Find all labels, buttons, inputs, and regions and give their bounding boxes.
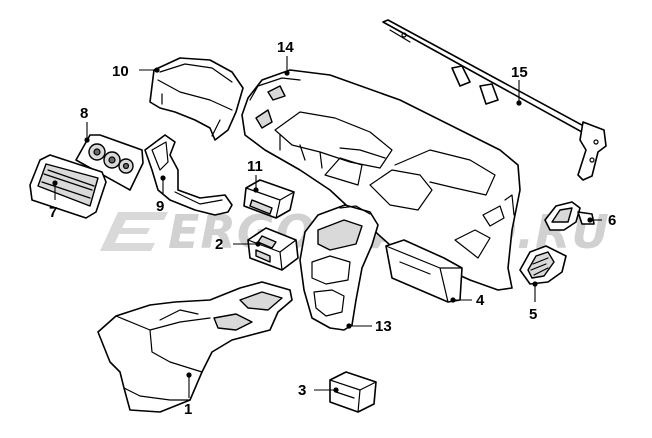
part-15-support-beam	[382, 19, 607, 181]
callout-2: 2	[215, 236, 223, 253]
callout-leaders	[52, 56, 602, 398]
part-7-cluster-lens	[29, 154, 107, 219]
part-4-glove-box	[385, 239, 463, 303]
callout-1: 1	[184, 401, 192, 418]
part-13-center-bezel	[299, 204, 379, 331]
callout-8: 8	[80, 105, 88, 122]
part-6-side-vent	[544, 201, 595, 231]
callout-9: 9	[156, 198, 164, 215]
part-3-module-box	[329, 371, 377, 413]
callout-11: 11	[247, 158, 263, 175]
part-1-console	[97, 281, 293, 413]
part-5-center-vent	[519, 245, 567, 285]
part-9-trim-panel	[144, 134, 233, 216]
callout-14: 14	[277, 39, 294, 56]
callout-7: 7	[49, 204, 57, 221]
callout-3: 3	[298, 382, 306, 399]
part-10-instrument-hood	[149, 57, 244, 141]
part-14-dashboard	[241, 69, 521, 291]
callout-13: 13	[375, 318, 392, 335]
callout-6: 6	[608, 212, 616, 229]
callout-5: 5	[529, 306, 537, 323]
callout-labels: 10 8 7 9 11 2 14 15 6 5 4 13 1 3	[49, 39, 616, 418]
callout-15: 15	[511, 64, 528, 81]
callout-4: 4	[476, 292, 485, 309]
callout-10: 10	[112, 63, 129, 80]
part-8-instrument-cluster	[75, 134, 144, 191]
part-2-switch-block	[247, 227, 299, 271]
